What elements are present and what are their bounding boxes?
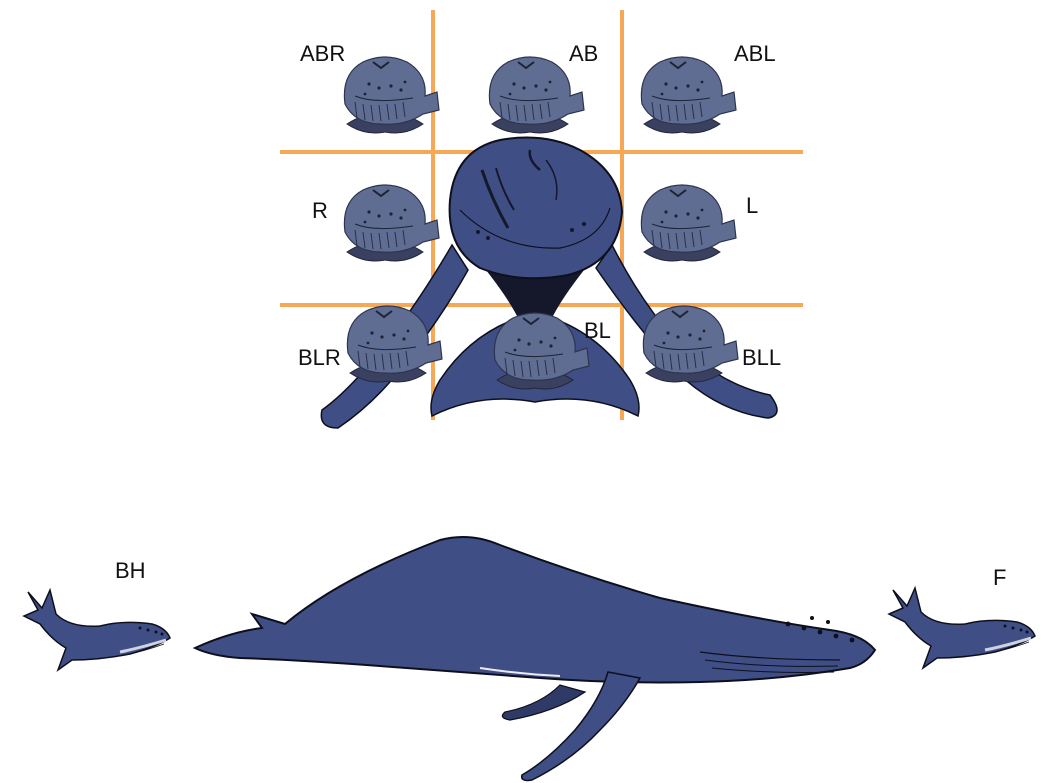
humpback-side-view-icon <box>195 537 875 780</box>
label-abl: ABL <box>734 43 776 65</box>
label-ab: AB <box>569 43 598 65</box>
small-whale-head-icon-abr <box>344 57 439 133</box>
label-f: F <box>993 567 1006 589</box>
small-whale-head-icon-r <box>344 185 439 261</box>
small-whale-head-icon-l <box>641 185 736 261</box>
label-abr: ABR <box>300 43 345 65</box>
head <box>450 138 622 279</box>
side-body <box>195 537 875 683</box>
near-pectoral-fin <box>522 672 640 780</box>
small-side-whale-icon-bh <box>24 590 170 670</box>
label-l: L <box>746 195 758 217</box>
label-bll: BLL <box>742 347 781 369</box>
label-bh: BH <box>115 560 146 582</box>
small-whale-head-icon-ab <box>489 57 584 133</box>
small-side-whale-icon-f <box>889 588 1035 668</box>
small-whale-head-icon-bll <box>643 306 738 382</box>
label-r: R <box>312 200 328 222</box>
far-pectoral-fin <box>502 685 585 720</box>
label-blr: BLR <box>298 347 341 369</box>
label-bl: BL <box>584 320 611 342</box>
small-whale-head-icon-abl <box>641 57 736 133</box>
